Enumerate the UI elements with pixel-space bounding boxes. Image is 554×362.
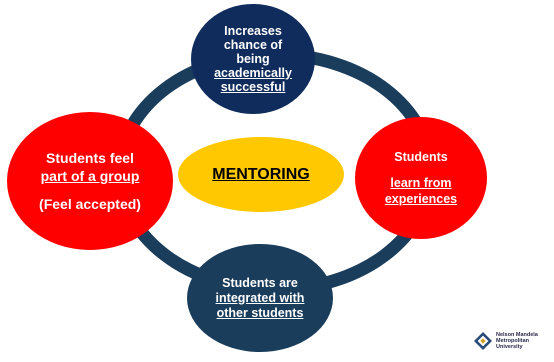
benefit-text-line: Students are <box>222 275 298 290</box>
university-logo: Nelson Mandela Metropolitan University <box>474 332 538 350</box>
benefit-text-line: being <box>236 52 270 66</box>
benefit-text-line: Students <box>394 150 448 164</box>
center-label: MENTORING <box>212 165 310 183</box>
benefit-text-line: learn from <box>390 176 452 190</box>
benefit-text-line: experiences <box>384 192 458 206</box>
benefit-text-line: (Feel accepted) <box>39 196 141 212</box>
center-mentoring: MENTORING <box>178 137 344 212</box>
benefit-text-line: Students feel <box>46 150 134 166</box>
benefit-text-line: integrated with <box>215 290 305 305</box>
benefit-text-line: successful <box>220 80 286 94</box>
benefit-text-line: other students <box>216 305 304 320</box>
benefit-integration: Students are integrated with other stude… <box>187 244 333 352</box>
university-name: Nelson Mandela Metropolitan University <box>496 332 538 350</box>
benefit-text-line: academically <box>214 66 292 80</box>
benefit-text-line: chance of <box>223 38 283 52</box>
benefit-text-line: part of a group <box>40 168 140 184</box>
benefit-text-line: Increases <box>224 24 282 38</box>
benefit-learn-experiences: Students learn from experiences <box>355 117 487 239</box>
benefit-group-belonging: Students feel part of a group (Feel acce… <box>7 112 173 250</box>
benefit-academic-success: Increases chance of being academically s… <box>191 4 315 114</box>
logo-text-line: Metropolitan <box>496 338 529 344</box>
logo-text-line: University <box>496 344 523 350</box>
university-crest-icon <box>474 332 492 350</box>
logo-text-line: Nelson Mandela <box>496 332 538 338</box>
